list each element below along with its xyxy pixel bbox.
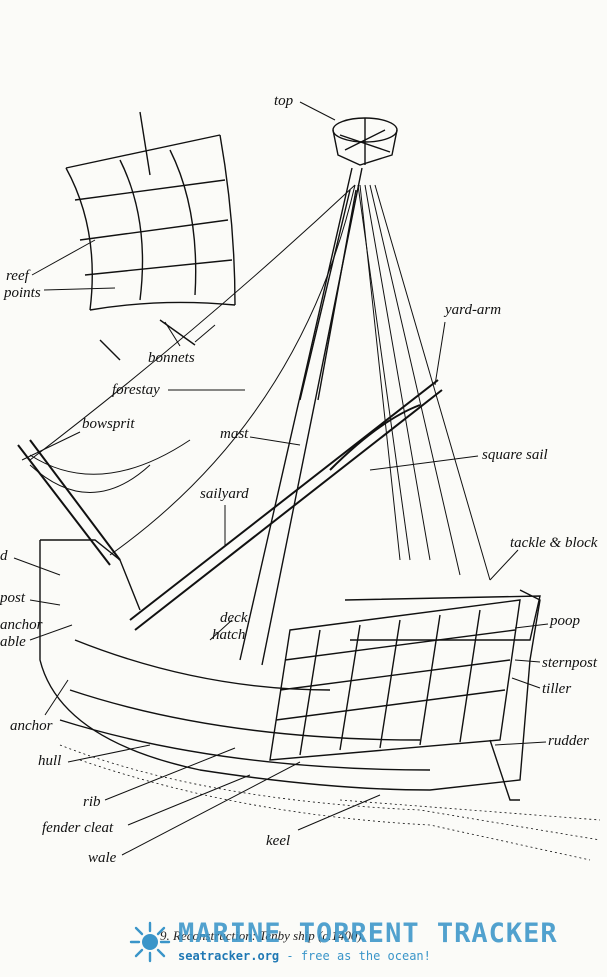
label-sternpost: sternpost: [542, 655, 598, 671]
label-anchor: anchor: [10, 718, 53, 734]
watermark-title: MARINE TORRENT TRACKER: [178, 918, 558, 949]
label-poop: poop: [550, 613, 580, 629]
label-anchor-cable-2: able: [0, 634, 26, 650]
bowsprit-drawing: [17, 439, 121, 566]
label-bowsprit: bowsprit: [82, 416, 135, 432]
label-hull: hull: [38, 753, 62, 769]
label-deck: deck: [220, 610, 248, 626]
label-sailyard: sailyard: [200, 486, 249, 502]
sun-logo-icon: [129, 921, 171, 963]
label-tackle-block: tackle & block: [510, 535, 598, 551]
sail-drawing: [65, 111, 236, 361]
label-forestay: forestay: [112, 382, 160, 398]
mast-drawing: [239, 117, 398, 666]
label-fender-cleat: fender cleat: [42, 820, 114, 836]
figure-caption: 9. Reconstruction: Tenby ship (c.1400).: [160, 928, 365, 943]
label-bonnets: bonnets: [148, 350, 195, 366]
label-mast: mast: [220, 426, 249, 442]
label-rib: rib: [83, 794, 101, 810]
label-keel: keel: [266, 833, 291, 849]
leader-lines: [13, 101, 549, 856]
label-yard-arm: yard-arm: [445, 302, 502, 318]
label-tiller: tiller: [542, 681, 572, 697]
label-top: top: [274, 93, 294, 109]
rigging-drawing: [29, 184, 491, 581]
sailyard-drawing: [129, 379, 443, 631]
ground-shading: [59, 744, 601, 861]
label-stempost-partial: post: [0, 590, 26, 606]
watermark-url[interactable]: seatracker.org - free as the ocean!: [178, 949, 431, 963]
label-forecastle-partial: d: [0, 548, 8, 564]
label-hatch: hatch: [212, 627, 246, 643]
label-wale: wale: [88, 850, 117, 866]
watermark-url-tagline: - free as the ocean!: [279, 949, 431, 963]
label-reef: reef: [6, 268, 29, 284]
label-rudder: rudder: [548, 733, 589, 749]
hull-drawing: [39, 539, 541, 801]
label-points: points: [4, 285, 41, 301]
watermark-url-domain[interactable]: seatracker.org: [178, 949, 280, 963]
label-square-sail: square sail: [482, 447, 548, 463]
label-anchor-cable-1: anchor: [0, 617, 43, 633]
